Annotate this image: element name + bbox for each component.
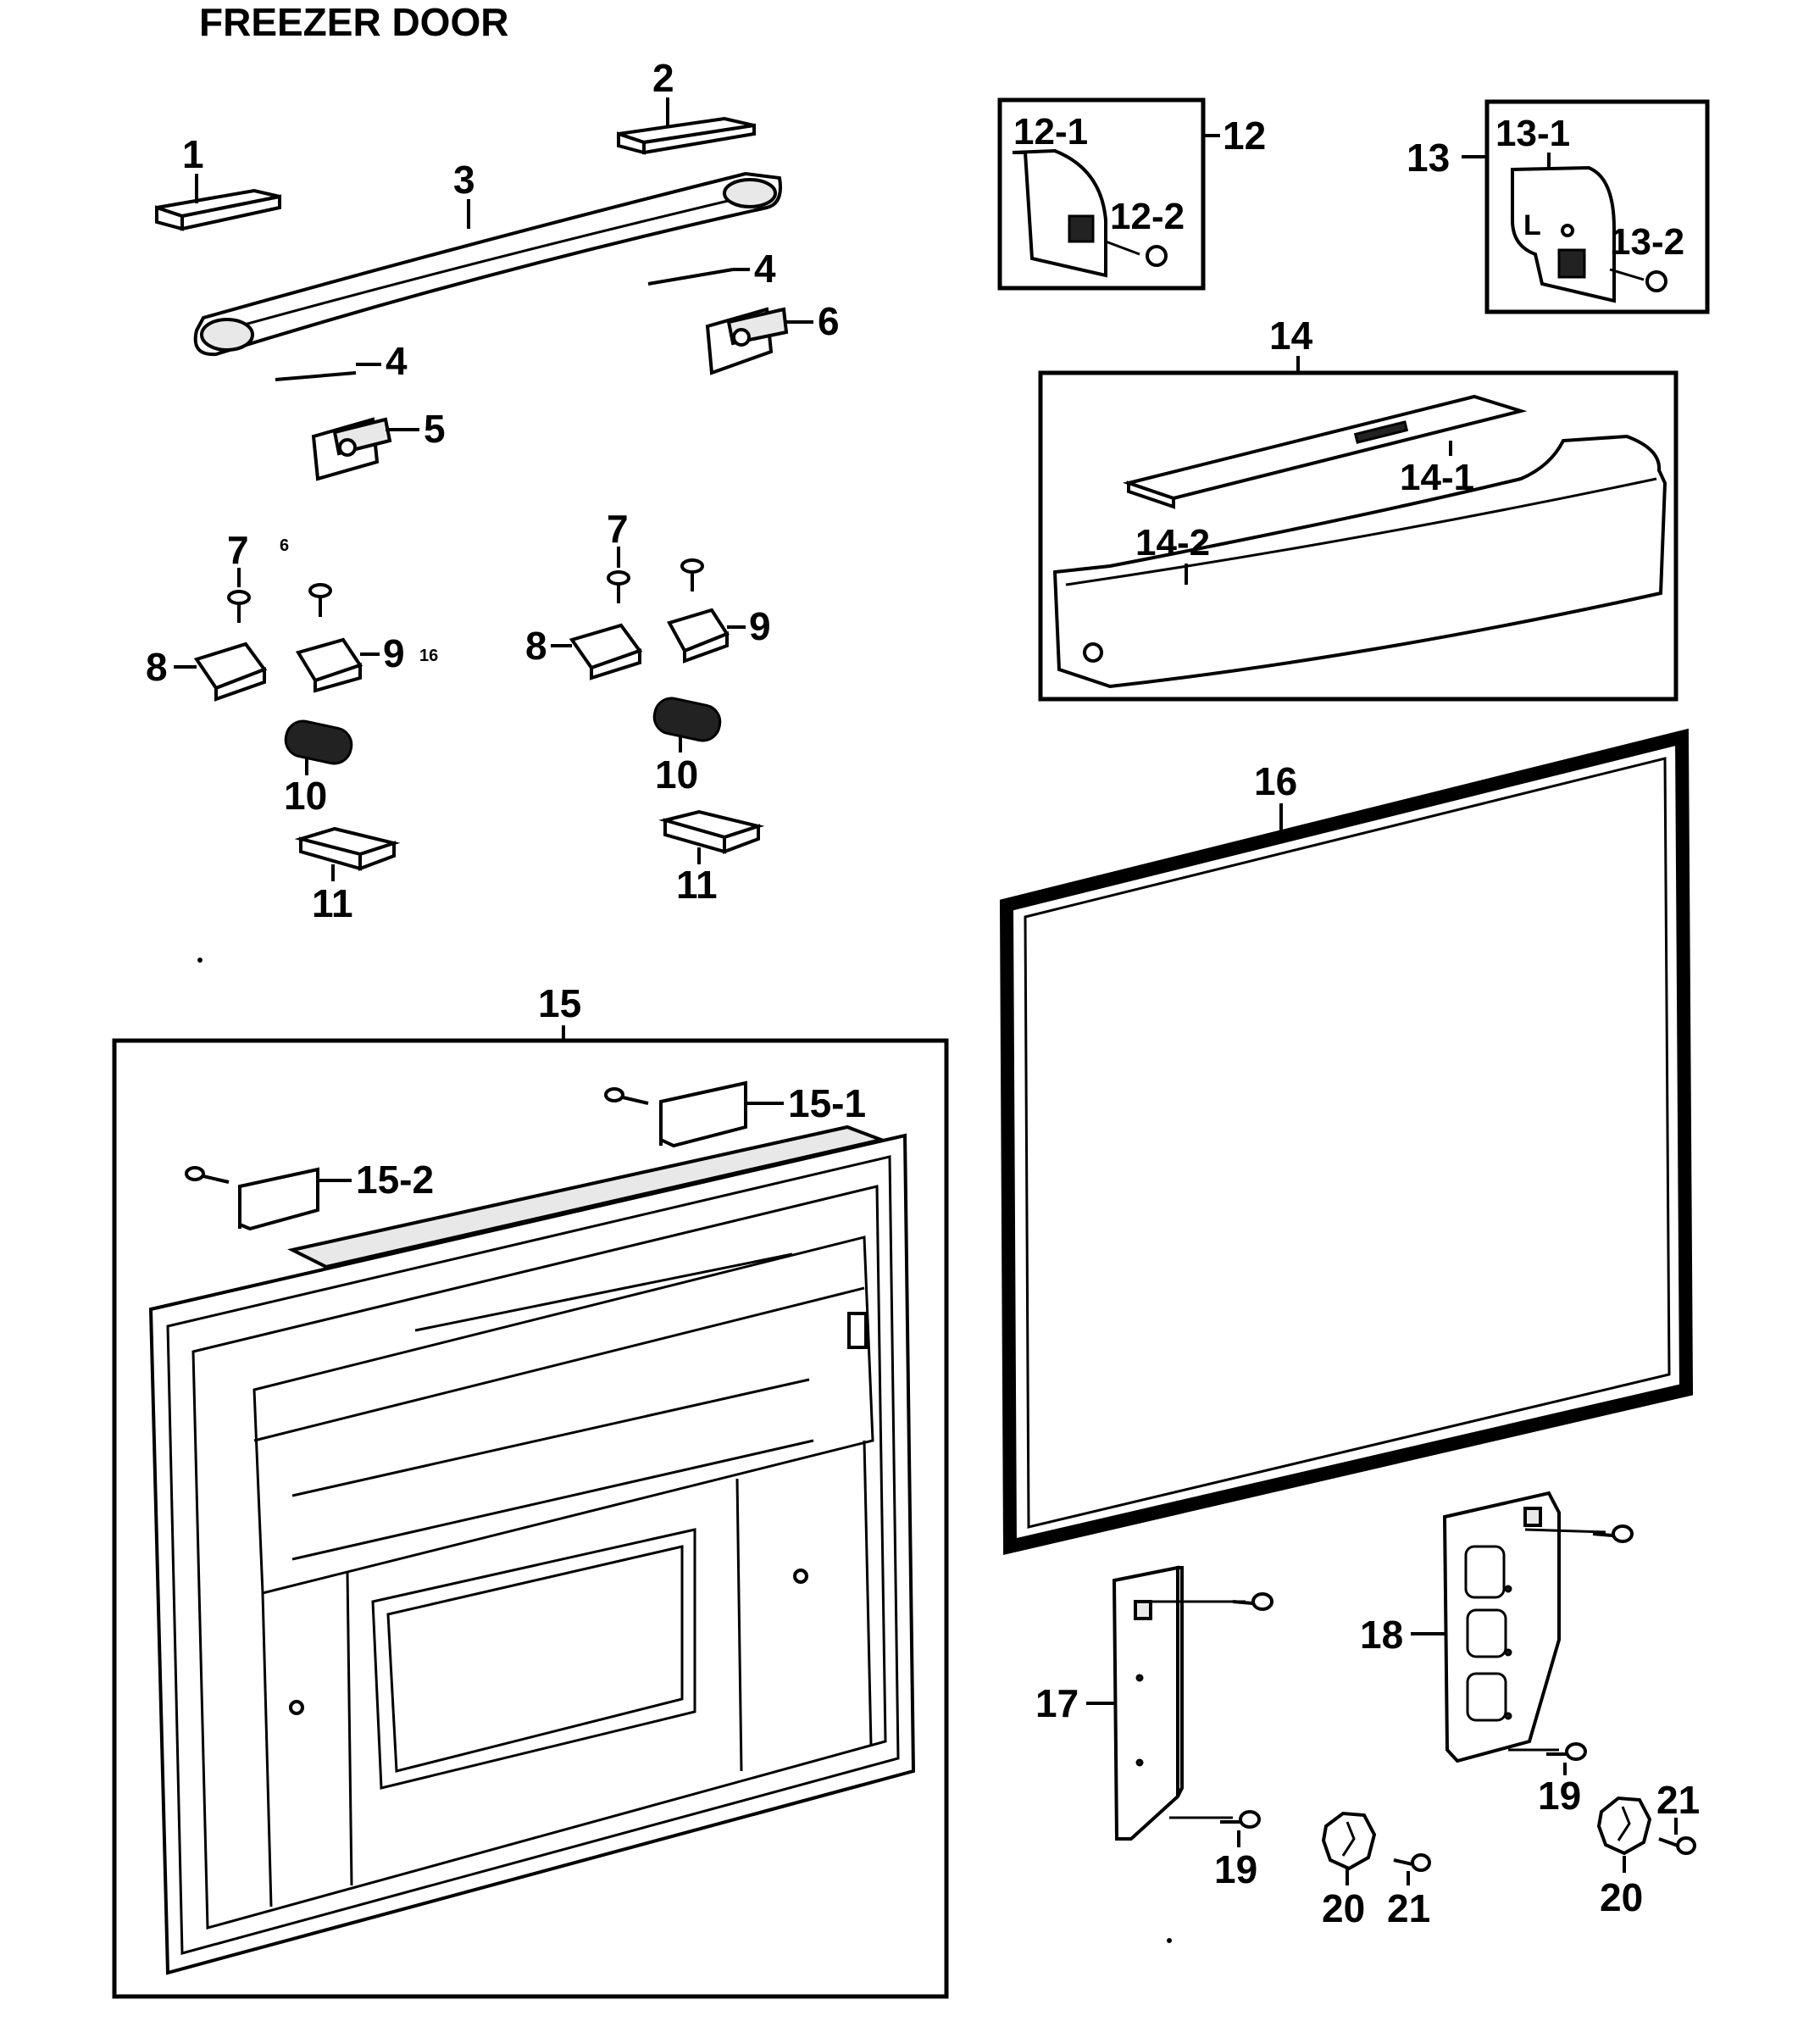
part-spring-10-left: [284, 719, 353, 765]
bin-side-letter: L: [1523, 209, 1541, 242]
part-hinge-bracket-18: [1442, 1491, 1561, 1763]
part-box-13: [1484, 99, 1710, 314]
callout-17: 17: [1035, 1681, 1079, 1725]
part-screw-9-left: [308, 583, 332, 617]
part-screw-19-left: [1220, 1810, 1261, 1829]
stray-mark: [1167, 1938, 1172, 1943]
part-bracket-9-right: [667, 608, 730, 664]
part-bracket-8-right: [569, 623, 643, 680]
part-pad-11-right: [658, 809, 765, 854]
part-screw-7-right: [607, 570, 630, 603]
callout-4-lower: 4: [386, 339, 408, 383]
callout-19-left: 19: [1214, 1847, 1257, 1891]
part-cap-right: [617, 116, 756, 155]
callout-7-left: 7: [227, 528, 249, 572]
part-bracket-15-1: [659, 1080, 747, 1148]
part-screw-17-top: [1232, 1592, 1273, 1611]
callout-10-right: 10: [655, 752, 698, 797]
part-bracket-8-left: [193, 641, 268, 702]
part-box-15: [112, 1038, 949, 1999]
part-knob-13-2: [1645, 270, 1667, 292]
callout-13: 13: [1407, 136, 1450, 180]
callout-9-right: 9: [749, 604, 771, 648]
part-hinge-left: [311, 417, 392, 481]
callout-14-2: 14-2: [1135, 522, 1210, 564]
callout-14: 14: [1269, 314, 1313, 358]
part-pin-lower: [275, 371, 357, 381]
callout-15-2: 15-2: [356, 1158, 434, 1202]
part-hinge-right: [705, 307, 789, 375]
callout-15-1: 15-1: [788, 1081, 866, 1125]
callout-11-right: 11: [676, 863, 718, 907]
callout-6: 6: [818, 299, 840, 343]
part-pin-upper: [647, 268, 734, 286]
callout-4-upper: 4: [754, 247, 776, 291]
part-screw-15-2: [185, 1166, 230, 1184]
callout-9-left: 9: [383, 631, 405, 675]
callout-3: 3: [453, 158, 475, 202]
part-screw-7-left: [227, 590, 251, 623]
part-cam-20-left: [1321, 1811, 1377, 1871]
callout-13-1: 13-1: [1495, 113, 1570, 154]
part-spring-10-right: [652, 697, 722, 742]
callout-2: 2: [652, 56, 674, 100]
callout-8-right: 8: [525, 624, 547, 668]
callout-12: 12: [1223, 114, 1266, 158]
part-screw-9-right: [680, 558, 704, 591]
part-shelf-cover-14-1: [1122, 394, 1528, 509]
stray-mark: [197, 958, 203, 963]
part-bracket-15-2: [238, 1167, 319, 1231]
part-door-gasket-16: [999, 728, 1694, 1556]
part-screw-21-right: [1658, 1836, 1696, 1855]
part-pad-11-left: [294, 826, 401, 871]
callout-19-right: 19: [1538, 1774, 1581, 1818]
callout-11-left: 11: [312, 881, 353, 925]
callout-8-left: 8: [146, 645, 168, 689]
callout-12-1: 12-1: [1013, 111, 1088, 153]
part-hinge-bracket-17: [1112, 1565, 1184, 1841]
callout-18: 18: [1360, 1613, 1403, 1657]
callout-10-left: 10: [284, 774, 327, 818]
part-cam-20-right: [1596, 1796, 1652, 1856]
part-screw-19-right: [1546, 1742, 1587, 1761]
part-bin-cover-12-1: [1012, 148, 1107, 278]
callout-13-2: 13-2: [1610, 221, 1684, 263]
callout-5: 5: [424, 407, 446, 451]
part-bracket-9-left: [295, 637, 363, 693]
callout-20-left: 20: [1322, 1886, 1365, 1930]
part-cap-left: [155, 188, 281, 231]
callout-21-left: 21: [1387, 1886, 1430, 1930]
part-box-14: [1038, 370, 1679, 702]
part-door-bin-14-2: [1052, 434, 1667, 689]
part-box-12: [997, 97, 1206, 291]
part-door-handle: [193, 171, 782, 357]
callout-1: 1: [182, 132, 204, 176]
part-knob-12-2: [1146, 245, 1168, 267]
callout-15: 15: [538, 981, 581, 1025]
callout-21-right: 21: [1656, 1778, 1700, 1822]
part-screw-18-top: [1592, 1524, 1634, 1543]
callout-7-right: 7: [607, 507, 629, 551]
callout-20-right: 20: [1600, 1875, 1643, 1919]
part-screw-15-1: [604, 1087, 649, 1105]
part-bin-cover-13-1: [1511, 165, 1616, 303]
handwritten-note-16: 16: [419, 647, 438, 665]
callout-16: 16: [1254, 759, 1297, 803]
part-screw-21-left: [1393, 1853, 1431, 1872]
callout-12-2: 12-2: [1110, 196, 1185, 237]
handwritten-note-6: 6: [280, 536, 289, 555]
part-door-assembly-15: [148, 1125, 916, 1975]
diagram-title: FREEZER DOOR: [199, 0, 508, 44]
